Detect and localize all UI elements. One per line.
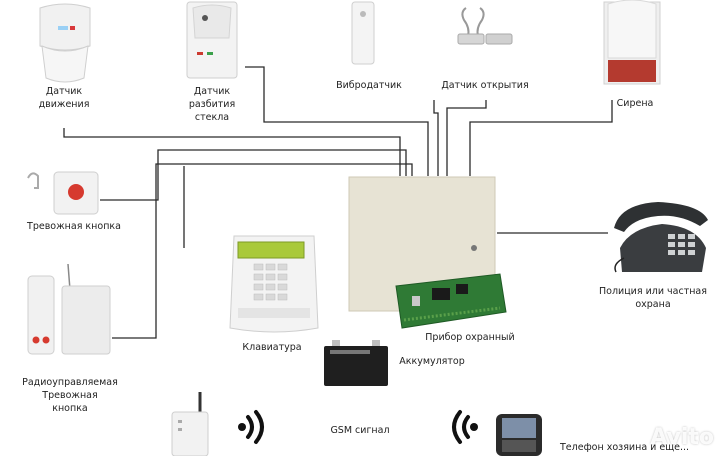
panic-button-label: Тревожная кнопка: [27, 221, 121, 232]
siren-label: Сирена: [616, 98, 654, 109]
radio-panic-button-label: Радиоуправляемая Тревожная кнопка: [22, 377, 118, 414]
wire-motion-sensor: [63, 128, 401, 176]
gsm-signal-label: GSM сигнал: [330, 425, 390, 436]
panic-button-image: [24, 170, 100, 222]
gsm-module-image: [170, 390, 214, 456]
wire-glass-break: [245, 66, 429, 176]
motion-sensor-label: Датчик движения: [38, 86, 90, 110]
glass-break-sensor-label: Датчик разбития стекла: [188, 86, 236, 123]
door-sensor-label: Датчик открытия: [441, 80, 529, 91]
vibration-sensor-label: Вибродатчик: [336, 80, 402, 91]
keypad-label: Клавиатура: [242, 342, 302, 353]
wire-siren: [469, 100, 613, 176]
glass-break-sensor-image: [185, 0, 239, 86]
wire-vibration: [433, 100, 439, 176]
phone-label: Полиция или частная охрана: [599, 286, 707, 310]
avito-watermark: Avito: [650, 425, 714, 450]
telephone-image: [610, 198, 714, 282]
motion-sensor-image: [36, 2, 94, 88]
wire-panic-button: [100, 149, 407, 201]
owner-phone-label: Телефон хозяина и еще...: [560, 442, 690, 453]
battery-image: [322, 336, 392, 392]
siren-image: [600, 0, 664, 92]
wire-radio-panic: [112, 163, 413, 339]
vibration-sensor-image: [348, 0, 378, 74]
keypad-image: [226, 232, 322, 342]
wire-door: [446, 100, 487, 176]
signal-waves-left-icon: [236, 408, 276, 450]
battery-label: Аккумулятор: [399, 356, 465, 367]
door-sensor-image: [456, 4, 516, 58]
radio-panic-button-image: [24, 262, 114, 362]
signal-waves-right-icon: [440, 408, 480, 450]
control-panel-label: Прибор охранный: [425, 332, 515, 343]
mobile-phone-image: [492, 412, 546, 456]
pcb-board-image: [392, 272, 508, 334]
